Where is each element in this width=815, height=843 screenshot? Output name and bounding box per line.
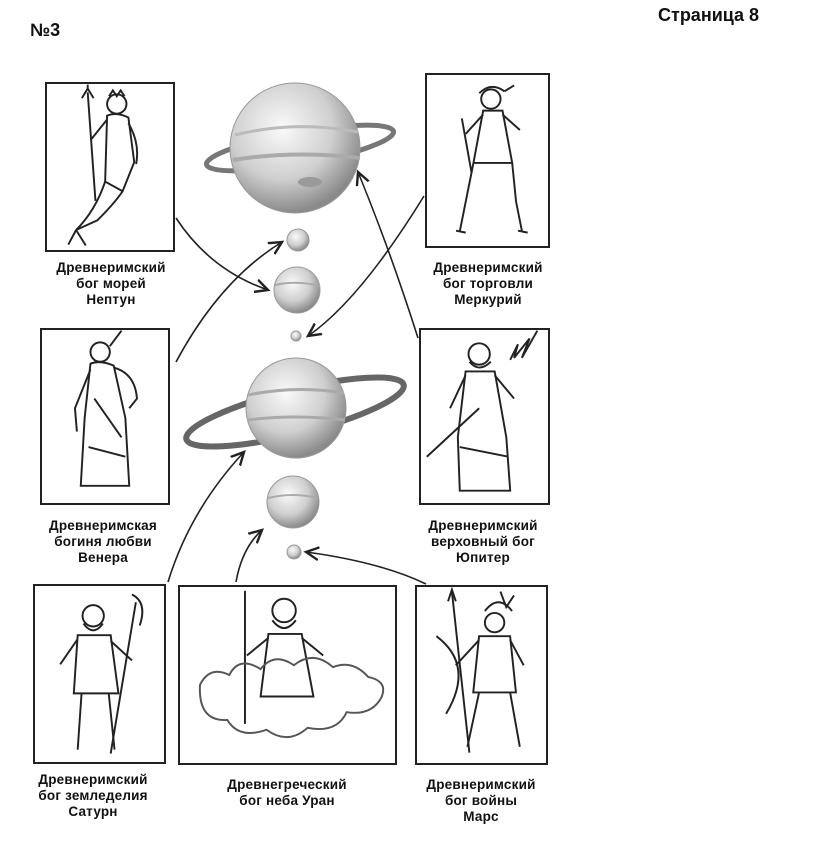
mercury-picture (425, 73, 550, 248)
planet-small-1 (286, 228, 310, 252)
jupiter-figure (426, 330, 539, 492)
neptune-figure (67, 84, 139, 247)
saturn-figure (59, 593, 144, 754)
page-number: Страница 8 (658, 5, 760, 25)
uranus-caption: Древнегреческий бог неба Уран (227, 777, 347, 808)
jupiter-caption: Древнеримский верховный бог Юпитер (428, 518, 538, 565)
venus-caption: Древнеримская богиня любви Венера (49, 518, 157, 565)
task-number: №3 (30, 20, 61, 40)
neptune-caption: Древнеримский бог морей Нептун (56, 260, 166, 307)
planet-tiny (290, 330, 302, 342)
uranus-picture (178, 585, 397, 765)
mercury-caption: Древнеримский бог торговли Меркурий (433, 260, 543, 307)
venus-picture (40, 328, 170, 505)
planet-small-2 (286, 544, 302, 560)
planet-large-ringed-top (203, 82, 397, 214)
mars-picture (415, 585, 548, 765)
mars-caption: Древнеримский бог войны Марс (426, 777, 536, 824)
saturn-caption: Древнеримский бог земледелия Сатурн (38, 772, 148, 819)
mercury-figure (455, 84, 528, 234)
venus-figure (73, 330, 138, 487)
jupiter-picture (419, 328, 550, 505)
neptune-picture (45, 82, 175, 252)
planet-medium-2 (266, 475, 320, 529)
mars-figure (435, 587, 525, 753)
saturn-picture (33, 584, 166, 764)
planet-medium-1 (273, 266, 321, 314)
uranus-figure (199, 590, 385, 739)
planet-large-ringed-middle (183, 357, 407, 459)
